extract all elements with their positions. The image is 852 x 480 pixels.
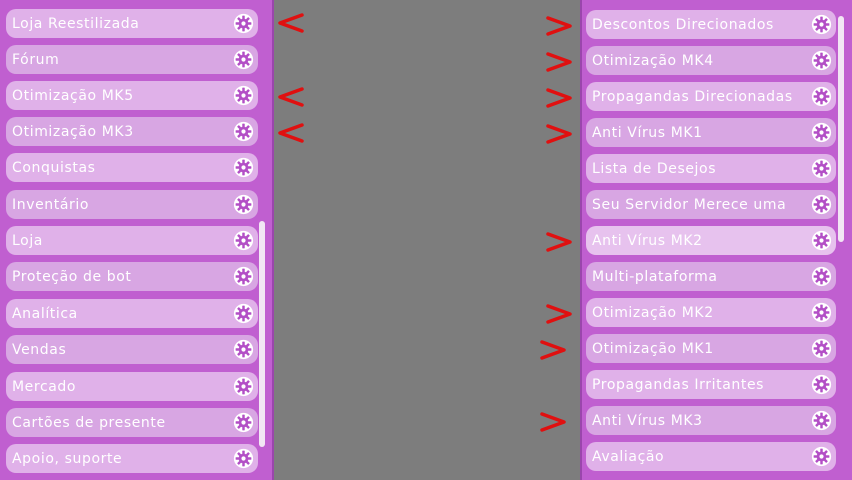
menu-item-label: Propagandas Irritantes bbox=[592, 376, 765, 393]
right-menu-panel: Descontos Direcionados Otimização MK4 Pr… bbox=[580, 0, 852, 480]
menu-item-label: Otimização MK1 bbox=[592, 340, 714, 357]
menu-item-otimizacao-mk3[interactable]: Otimização MK3 bbox=[6, 117, 258, 146]
menu-item-label: Vendas bbox=[12, 341, 67, 358]
left-scrollbar[interactable] bbox=[259, 221, 265, 447]
red-arrow-icon bbox=[278, 87, 304, 107]
gear-icon[interactable] bbox=[811, 338, 832, 359]
gear-icon[interactable] bbox=[811, 50, 832, 71]
menu-item-label: Proteção de bot bbox=[12, 268, 132, 285]
red-arrow-icon bbox=[540, 412, 566, 432]
menu-item-anti-virus-mk2[interactable]: Anti Vírus MK2 bbox=[586, 226, 836, 255]
menu-item-label: Otimização MK4 bbox=[592, 52, 714, 69]
menu-item-otimizacao-mk2[interactable]: Otimização MK2 bbox=[586, 298, 836, 327]
gear-icon[interactable] bbox=[233, 13, 254, 34]
gear-icon[interactable] bbox=[233, 376, 254, 397]
menu-item-label: Mercado bbox=[12, 378, 77, 395]
gear-icon[interactable] bbox=[811, 86, 832, 107]
menu-item-label: Cartões de presente bbox=[12, 414, 166, 431]
menu-item-protecao-de-bot[interactable]: Proteção de bot bbox=[6, 262, 258, 291]
gear-icon[interactable] bbox=[233, 85, 254, 106]
red-arrow-icon bbox=[278, 13, 304, 33]
menu-item-propagandas-irritantes[interactable]: Propagandas Irritantes bbox=[586, 370, 836, 399]
gear-icon[interactable] bbox=[811, 446, 832, 467]
menu-item-inventario[interactable]: Inventário bbox=[6, 190, 258, 219]
menu-item-label: Seu Servidor Merece uma bbox=[592, 196, 787, 213]
gear-icon[interactable] bbox=[233, 448, 254, 469]
menu-item-label: Descontos Direcionados bbox=[592, 16, 774, 33]
gear-icon[interactable] bbox=[811, 410, 832, 431]
menu-item-label: Fórum bbox=[12, 51, 60, 68]
gear-icon[interactable] bbox=[811, 230, 832, 251]
menu-item-anti-virus-mk1[interactable]: Anti Vírus MK1 bbox=[586, 118, 836, 147]
menu-item-label: Lista de Desejos bbox=[592, 160, 717, 177]
red-arrow-icon bbox=[278, 123, 304, 143]
menu-item-label: Anti Vírus MK2 bbox=[592, 232, 703, 249]
gear-icon[interactable] bbox=[811, 14, 832, 35]
gear-icon[interactable] bbox=[233, 121, 254, 142]
menu-item-cartoes-de-presente[interactable]: Cartões de presente bbox=[6, 408, 258, 437]
menu-item-label: Analítica bbox=[12, 305, 78, 322]
menu-item-label: Loja bbox=[12, 232, 43, 249]
gear-icon[interactable] bbox=[233, 339, 254, 360]
red-arrow-icon bbox=[540, 340, 566, 360]
menu-item-label: Anti Vírus MK3 bbox=[592, 412, 703, 429]
red-arrow-icon bbox=[546, 88, 572, 108]
gear-icon[interactable] bbox=[233, 303, 254, 324]
menu-item-anti-virus-mk3[interactable]: Anti Vírus MK3 bbox=[586, 406, 836, 435]
red-arrow-icon bbox=[546, 232, 572, 252]
menu-item-mercado[interactable]: Mercado bbox=[6, 372, 258, 401]
menu-item-label: Inventário bbox=[12, 196, 90, 213]
gear-icon[interactable] bbox=[233, 266, 254, 287]
right-scrollbar[interactable] bbox=[838, 16, 844, 242]
menu-item-multi-plataforma[interactable]: Multi-plataforma bbox=[586, 262, 836, 291]
menu-item-label: Multi-plataforma bbox=[592, 268, 718, 285]
menu-item-apoio-suporte[interactable]: Apoio, suporte bbox=[6, 444, 258, 473]
menu-item-label: Otimização MK5 bbox=[12, 87, 134, 104]
gear-icon[interactable] bbox=[233, 230, 254, 251]
menu-item-label: Avaliação bbox=[592, 448, 665, 465]
menu-item-forum[interactable]: Fórum bbox=[6, 45, 258, 74]
gear-icon[interactable] bbox=[811, 194, 832, 215]
menu-item-label: Apoio, suporte bbox=[12, 450, 123, 467]
menu-item-vendas[interactable]: Vendas bbox=[6, 335, 258, 364]
menu-item-label: Otimização MK3 bbox=[12, 123, 134, 140]
gear-icon[interactable] bbox=[233, 49, 254, 70]
menu-item-label: Propagandas Direcionadas bbox=[592, 88, 793, 105]
gear-icon[interactable] bbox=[233, 194, 254, 215]
menu-item-loja[interactable]: Loja bbox=[6, 226, 258, 255]
menu-item-seu-servidor-merece-uma[interactable]: Seu Servidor Merece uma bbox=[586, 190, 836, 219]
gear-icon[interactable] bbox=[811, 302, 832, 323]
menu-item-otimizacao-mk4[interactable]: Otimização MK4 bbox=[586, 46, 836, 75]
red-arrow-icon bbox=[546, 52, 572, 72]
menu-item-label: Conquistas bbox=[12, 159, 96, 176]
menu-item-label: Anti Vírus MK1 bbox=[592, 124, 703, 141]
gear-icon[interactable] bbox=[811, 266, 832, 287]
gear-icon[interactable] bbox=[233, 412, 254, 433]
gear-icon[interactable] bbox=[811, 374, 832, 395]
red-arrow-icon bbox=[546, 304, 572, 324]
menu-item-analitica[interactable]: Analítica bbox=[6, 299, 258, 328]
menu-item-propagandas-direcionadas[interactable]: Propagandas Direcionadas bbox=[586, 82, 836, 111]
menu-item-conquistas[interactable]: Conquistas bbox=[6, 153, 258, 182]
gear-icon[interactable] bbox=[811, 158, 832, 179]
menu-item-otimizacao-mk5[interactable]: Otimização MK5 bbox=[6, 81, 258, 110]
menu-item-otimizacao-mk1[interactable]: Otimização MK1 bbox=[586, 334, 836, 363]
gear-icon[interactable] bbox=[811, 122, 832, 143]
left-menu-panel: Loja Reestilizada Fórum Otimização MK5 O… bbox=[0, 0, 274, 480]
menu-item-label: Otimização MK2 bbox=[592, 304, 714, 321]
red-arrow-icon bbox=[546, 124, 572, 144]
menu-item-label: Loja Reestilizada bbox=[12, 15, 140, 32]
red-arrow-icon bbox=[546, 16, 572, 36]
gear-icon[interactable] bbox=[233, 157, 254, 178]
menu-item-avaliacao[interactable]: Avaliação bbox=[586, 442, 836, 471]
menu-item-loja-reestilizada[interactable]: Loja Reestilizada bbox=[6, 9, 258, 38]
menu-item-lista-de-desejos[interactable]: Lista de Desejos bbox=[586, 154, 836, 183]
menu-item-descontos-direcionados[interactable]: Descontos Direcionados bbox=[586, 10, 836, 39]
